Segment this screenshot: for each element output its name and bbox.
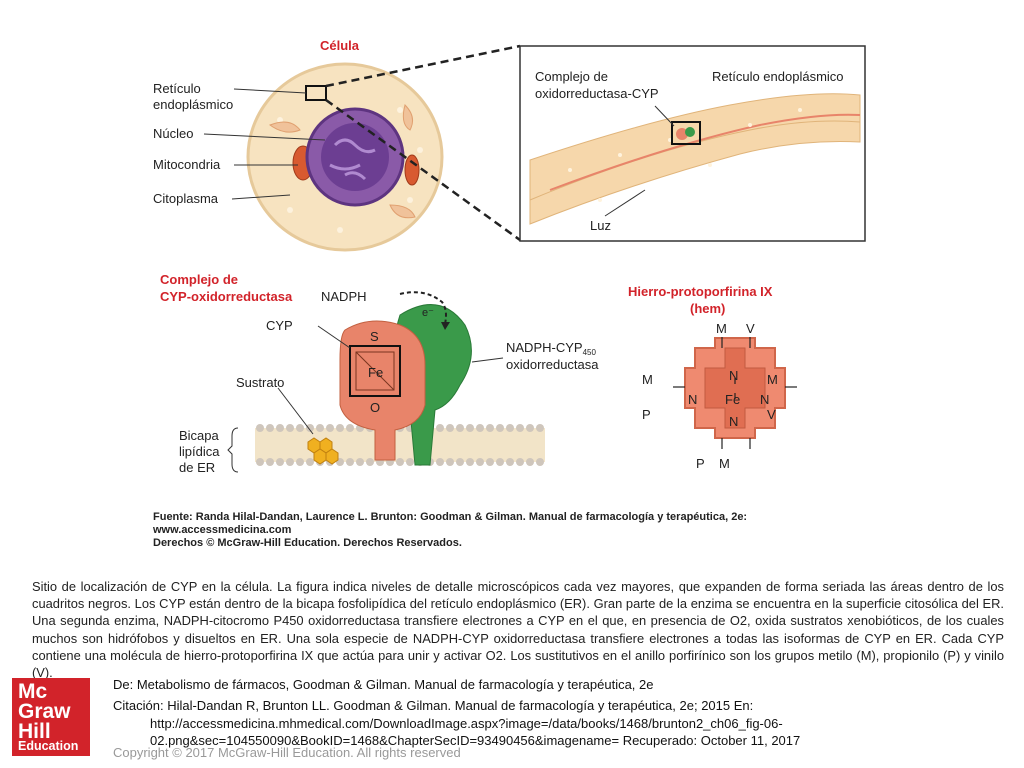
heme-v-right: V <box>767 407 776 422</box>
citation-line: Citación: Hilal-Dandan R, Brunton LL. Go… <box>113 698 754 714</box>
label-oxidorreductasa: oxidorreductasa <box>506 357 599 372</box>
heme-n-left: N <box>688 392 697 407</box>
label-lipidica: lipídica <box>179 444 220 459</box>
inset-label-reticulo: Retículo endoplásmico <box>712 69 844 84</box>
heme-m-left: M <box>642 372 653 387</box>
heme-n-right: N <box>760 392 769 407</box>
citation-source: De: Metabolismo de fármacos, Goodman & G… <box>113 677 654 692</box>
figure: Célula Retículo endoplásmico Núcleo Mito… <box>150 30 870 550</box>
cell-illustration <box>246 62 444 252</box>
source-line-2: www.accessmedicina.com <box>152 524 292 536</box>
source-line-3: Derechos © McGraw-Hill Education. Derech… <box>153 537 462 549</box>
label-nadph-cyp: NADPH-CYP450 <box>506 340 596 357</box>
label-mitocondria: Mitocondria <box>153 157 221 172</box>
inset-label-luz: Luz <box>590 218 611 233</box>
label-fe: Fe <box>368 365 383 380</box>
label-endoplasmico: endoplásmico <box>153 97 233 112</box>
copyright-notice: Copyright © 2017 McGraw-Hill Education. … <box>113 745 461 760</box>
label-sustrato: Sustrato <box>236 375 284 390</box>
inset-label-oxidorreductasa: oxidorreductasa-CYP <box>535 86 659 101</box>
label-citoplasma: Citoplasma <box>153 191 219 206</box>
heme-m-top: M <box>716 321 727 336</box>
cyp-complex <box>227 291 545 473</box>
label-nucleo: Núcleo <box>153 126 193 141</box>
citation-block: De: Metabolismo de fármacos, Goodman & G… <box>113 676 893 750</box>
inset-label-complejo: Complejo de <box>535 69 608 84</box>
complex-title-1: Complejo de <box>160 272 238 287</box>
heme-m-bottom: M <box>719 456 730 471</box>
figure-svg: Célula Retículo endoplásmico Núcleo Mito… <box>152 38 866 549</box>
heme-n-top: N <box>729 368 738 383</box>
heme-v-top: V <box>746 321 755 336</box>
heme-structure <box>673 337 797 449</box>
label-cyp: CYP <box>266 318 293 333</box>
heme-p-left: P <box>642 407 651 422</box>
heme-p-bottom: P <box>696 456 705 471</box>
mcgraw-hill-logo: Mc Graw Hill Education <box>12 678 90 756</box>
label-o: O <box>370 400 380 415</box>
source-line-1: Fuente: Randa Hilal-Dandan, Laurence L. … <box>153 511 747 523</box>
heme-m-right: M <box>767 372 778 387</box>
heme-n-bottom: N <box>729 414 738 429</box>
label-electron: e⁻ <box>422 307 434 319</box>
label-de-er: de ER <box>179 460 215 475</box>
label-s: S <box>370 329 379 344</box>
figure-caption: Sitio de localización de CYP en la célul… <box>32 579 1004 681</box>
citation-url-cont: 02.png&sec=104550090&BookID=1468&Chapter… <box>150 733 801 749</box>
cell-title: Célula <box>320 38 360 53</box>
label-nadph: NADPH <box>321 289 367 304</box>
er-inset <box>519 45 866 242</box>
heme-subtitle: (hem) <box>690 301 725 316</box>
label-bicapa: Bicapa <box>179 428 220 443</box>
label-reticulo: Retículo <box>153 81 201 96</box>
heme-title: Hierro-protoporfirina IX <box>628 284 773 299</box>
complex-title-2: CYP-oxidorreductasa <box>160 289 293 304</box>
heme-fe: Fe <box>725 392 740 407</box>
citation-url[interactable]: http://accessmedicina.mhmedical.com/Down… <box>150 715 783 731</box>
